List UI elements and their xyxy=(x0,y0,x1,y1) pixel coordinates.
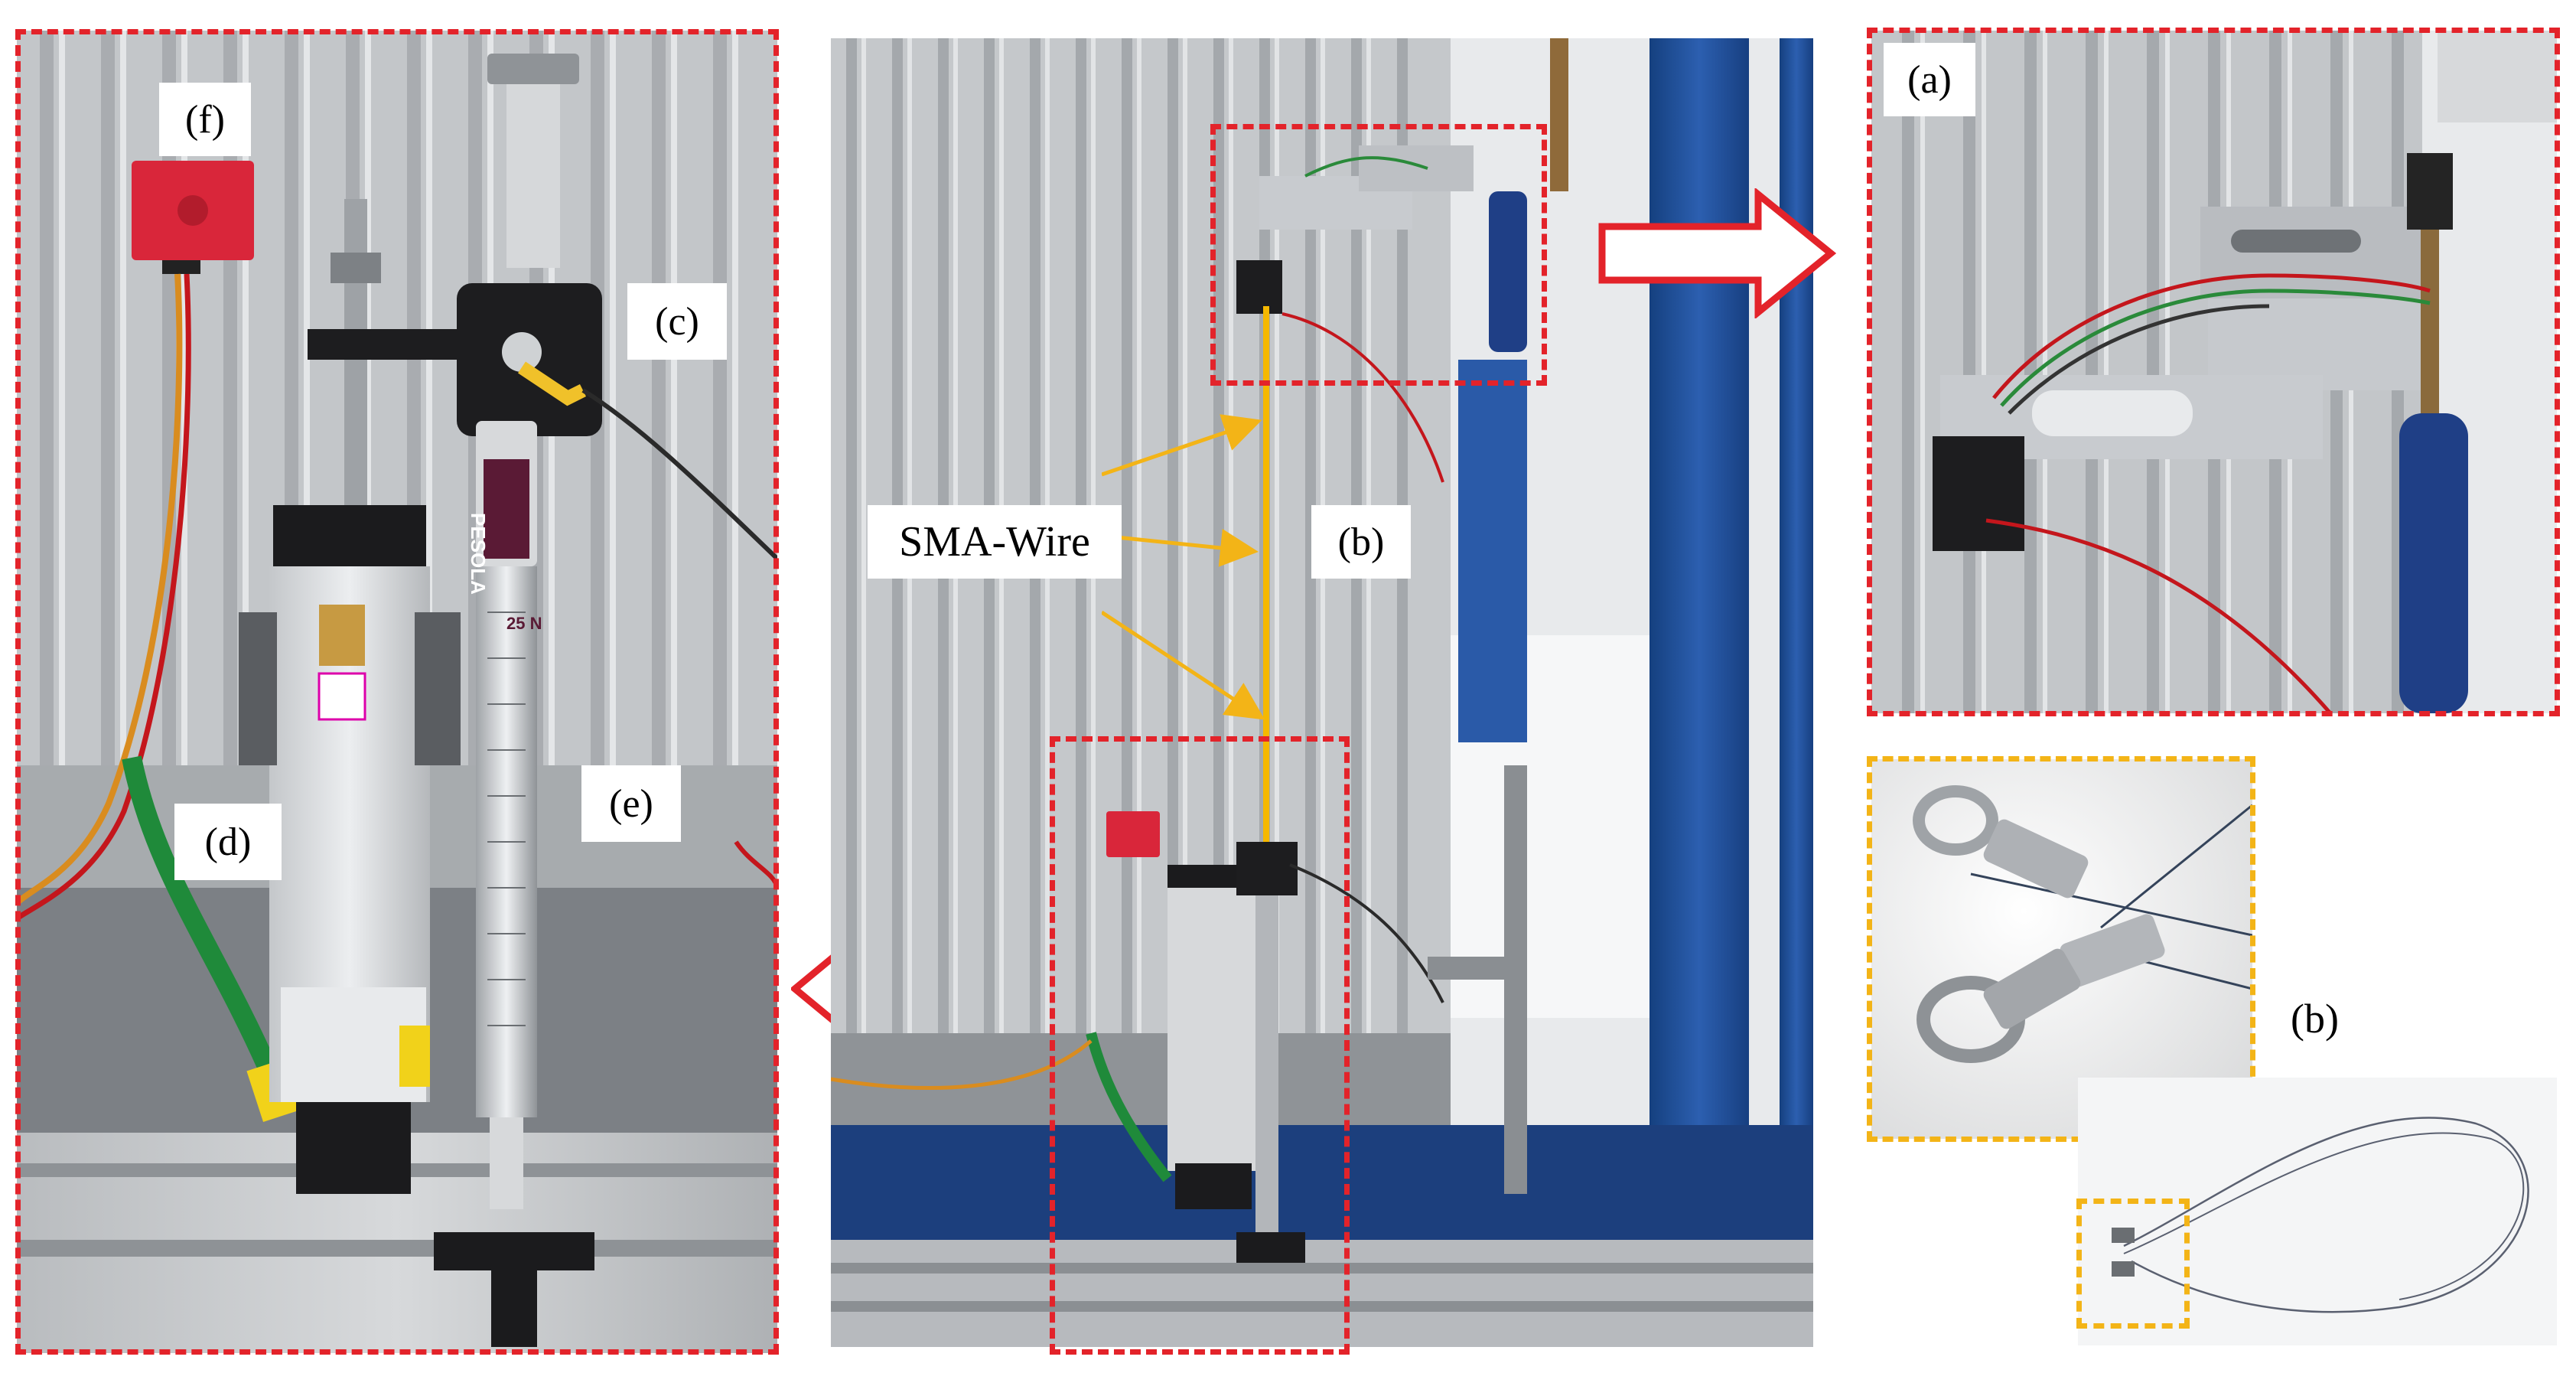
gauge-range-text: 25 N xyxy=(506,614,542,633)
right-arrow-icon xyxy=(1598,188,1836,318)
label-c: (c) xyxy=(627,283,727,360)
label-b-center: (b) xyxy=(1311,505,1411,579)
label-b-right: (b) xyxy=(2291,996,2339,1042)
top-right-detail-photo xyxy=(1871,31,2557,713)
wire-closeup-photo xyxy=(1871,759,2252,1139)
sma-wire-pointer-arrows xyxy=(1102,414,1265,720)
label-sma-wire: SMA-Wire xyxy=(868,505,1122,579)
gauge-brand-text: PESOLA xyxy=(467,513,490,595)
label-d: (d) xyxy=(174,804,282,880)
wire-loop-photo xyxy=(2078,1078,2557,1345)
left-detail-photo xyxy=(17,31,777,1353)
label-e: (e) xyxy=(581,765,681,842)
label-a: (a) xyxy=(1884,43,1975,116)
label-f: (f) xyxy=(159,83,251,156)
